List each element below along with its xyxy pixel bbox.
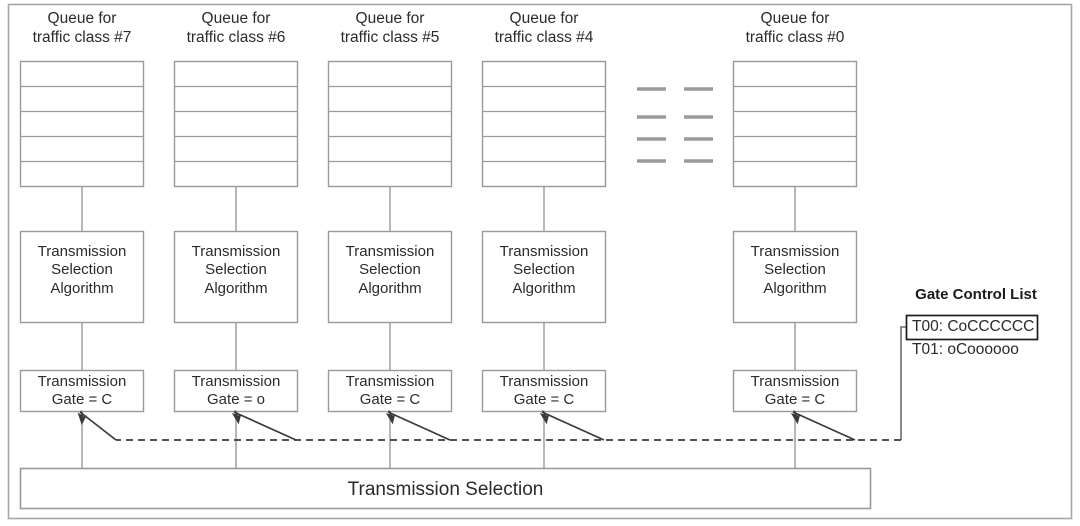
outer-frame [7, 3, 1073, 520]
gate-label-line2: Gate = o [207, 391, 265, 409]
algorithm-label-line2: Selection [359, 261, 421, 279]
algorithm-label-line1: Transmission [37, 243, 127, 260]
gcl-entry-0[interactable]: T00: CoCCCCCC [912, 318, 1035, 335]
algorithm-label-line2: Selection [205, 261, 267, 279]
algorithm-label-line1: Transmission [191, 243, 281, 260]
queue-header-line1: Queue for [760, 10, 830, 27]
queue-box-tc6 [173, 60, 299, 188]
algorithm-label-line3: Algorithm [50, 279, 114, 297]
gate-arrow-tc6 [231, 409, 297, 441]
algorithm-label-line2: Selection [51, 261, 113, 279]
algorithm-box-tc4 [481, 230, 607, 324]
algorithm-label-tc5: Transmission Selection Algorithm [328, 243, 452, 298]
queue-header-tc7: Queue for traffic class #7 [20, 10, 144, 48]
algorithm-label-tc6: Transmission Selection Algorithm [174, 243, 298, 298]
queue-header-line1: Queue for [47, 10, 117, 27]
queue-box-tc7 [19, 60, 145, 188]
queue-header-line2: traffic class #5 [340, 28, 440, 46]
transmission-selection-label: Transmission Selection [347, 479, 544, 500]
gate-label-tc4: Transmission Gate = C [482, 373, 606, 410]
queue-header-line2: traffic class #7 [32, 28, 132, 46]
gate-control-connector [900, 326, 906, 440]
gate-label-line2: Gate = C [359, 391, 421, 409]
column-group-tc4 [481, 60, 607, 468]
transmission-selection-bar [19, 467, 872, 510]
gate-label-line1: Transmission [345, 373, 435, 390]
column-group-tc7 [19, 60, 145, 468]
gate-control-arrows [77, 409, 856, 441]
column-group-tc0 [732, 60, 858, 468]
gate-control-list-title: Gate Control List [915, 286, 1037, 303]
algorithm-label-line3: Algorithm [763, 279, 827, 297]
gcl-entry-1[interactable]: T01: oCoooooo [912, 341, 1019, 358]
queue-header-line2: traffic class #4 [494, 28, 594, 46]
gcl-entry-box-highlighted [905, 314, 1039, 341]
omitted-queues-ellipsis [637, 87, 713, 163]
queue-box-tc0 [732, 60, 858, 188]
algorithm-label-line1: Transmission [345, 243, 435, 260]
algorithm-label-line1: Transmission [750, 243, 840, 260]
algorithm-label-line3: Algorithm [512, 279, 576, 297]
gate-label-line1: Transmission [37, 373, 127, 390]
algorithm-box-tc7 [19, 230, 145, 324]
gate-label-tc7: Transmission Gate = C [20, 373, 144, 410]
gate-label-line1: Transmission [750, 373, 840, 390]
gate-label-line2: Gate = C [764, 391, 826, 409]
algorithm-label-tc0: Transmission Selection Algorithm [733, 243, 857, 298]
queue-header-line1: Queue for [201, 10, 271, 27]
queue-header-line2: traffic class #6 [186, 28, 286, 46]
queue-header-tc5: Queue for traffic class #5 [328, 10, 452, 48]
queue-header-line1: Queue for [509, 10, 579, 27]
gate-label-tc6: Transmission Gate = o [174, 373, 298, 410]
queue-box-tc5 [327, 60, 453, 188]
gate-label-line1: Transmission [191, 373, 281, 390]
algorithm-label-tc4: Transmission Selection Algorithm [482, 243, 606, 298]
gate-label-line1: Transmission [499, 373, 589, 390]
algorithm-box-tc5 [327, 230, 453, 324]
algorithm-label-line3: Algorithm [358, 279, 422, 297]
queue-header-tc4: Queue for traffic class #4 [482, 10, 606, 48]
gate-label-tc0: Transmission Gate = C [733, 373, 857, 410]
gate-box-tc4 [481, 369, 607, 413]
gate-box-tc6 [173, 369, 299, 413]
queue-header-tc0: Queue for traffic class #0 [733, 10, 857, 48]
algorithm-label-line2: Selection [513, 261, 575, 279]
column-group-tc6 [173, 60, 299, 468]
gate-arrow-tc5 [385, 409, 451, 441]
gate-arrow-tc4 [539, 409, 605, 441]
gate-label-line2: Gate = C [51, 391, 113, 409]
gate-label-line2: Gate = C [513, 391, 575, 409]
algorithm-label-line2: Selection [764, 261, 826, 279]
algorithm-label-tc7: Transmission Selection Algorithm [20, 243, 144, 298]
queue-header-line2: traffic class #0 [745, 28, 845, 46]
queue-header-line1: Queue for [355, 10, 425, 27]
algorithm-box-tc6 [173, 230, 299, 324]
algorithm-label-line1: Transmission [499, 243, 589, 260]
queue-header-tc6: Queue for traffic class #6 [174, 10, 298, 48]
algorithm-label-line3: Algorithm [204, 279, 268, 297]
queue-box-tc4 [481, 60, 607, 188]
gate-label-tc5: Transmission Gate = C [328, 373, 452, 410]
gate-arrow-tc0 [790, 409, 856, 441]
gate-arrow-tc7 [77, 409, 117, 441]
